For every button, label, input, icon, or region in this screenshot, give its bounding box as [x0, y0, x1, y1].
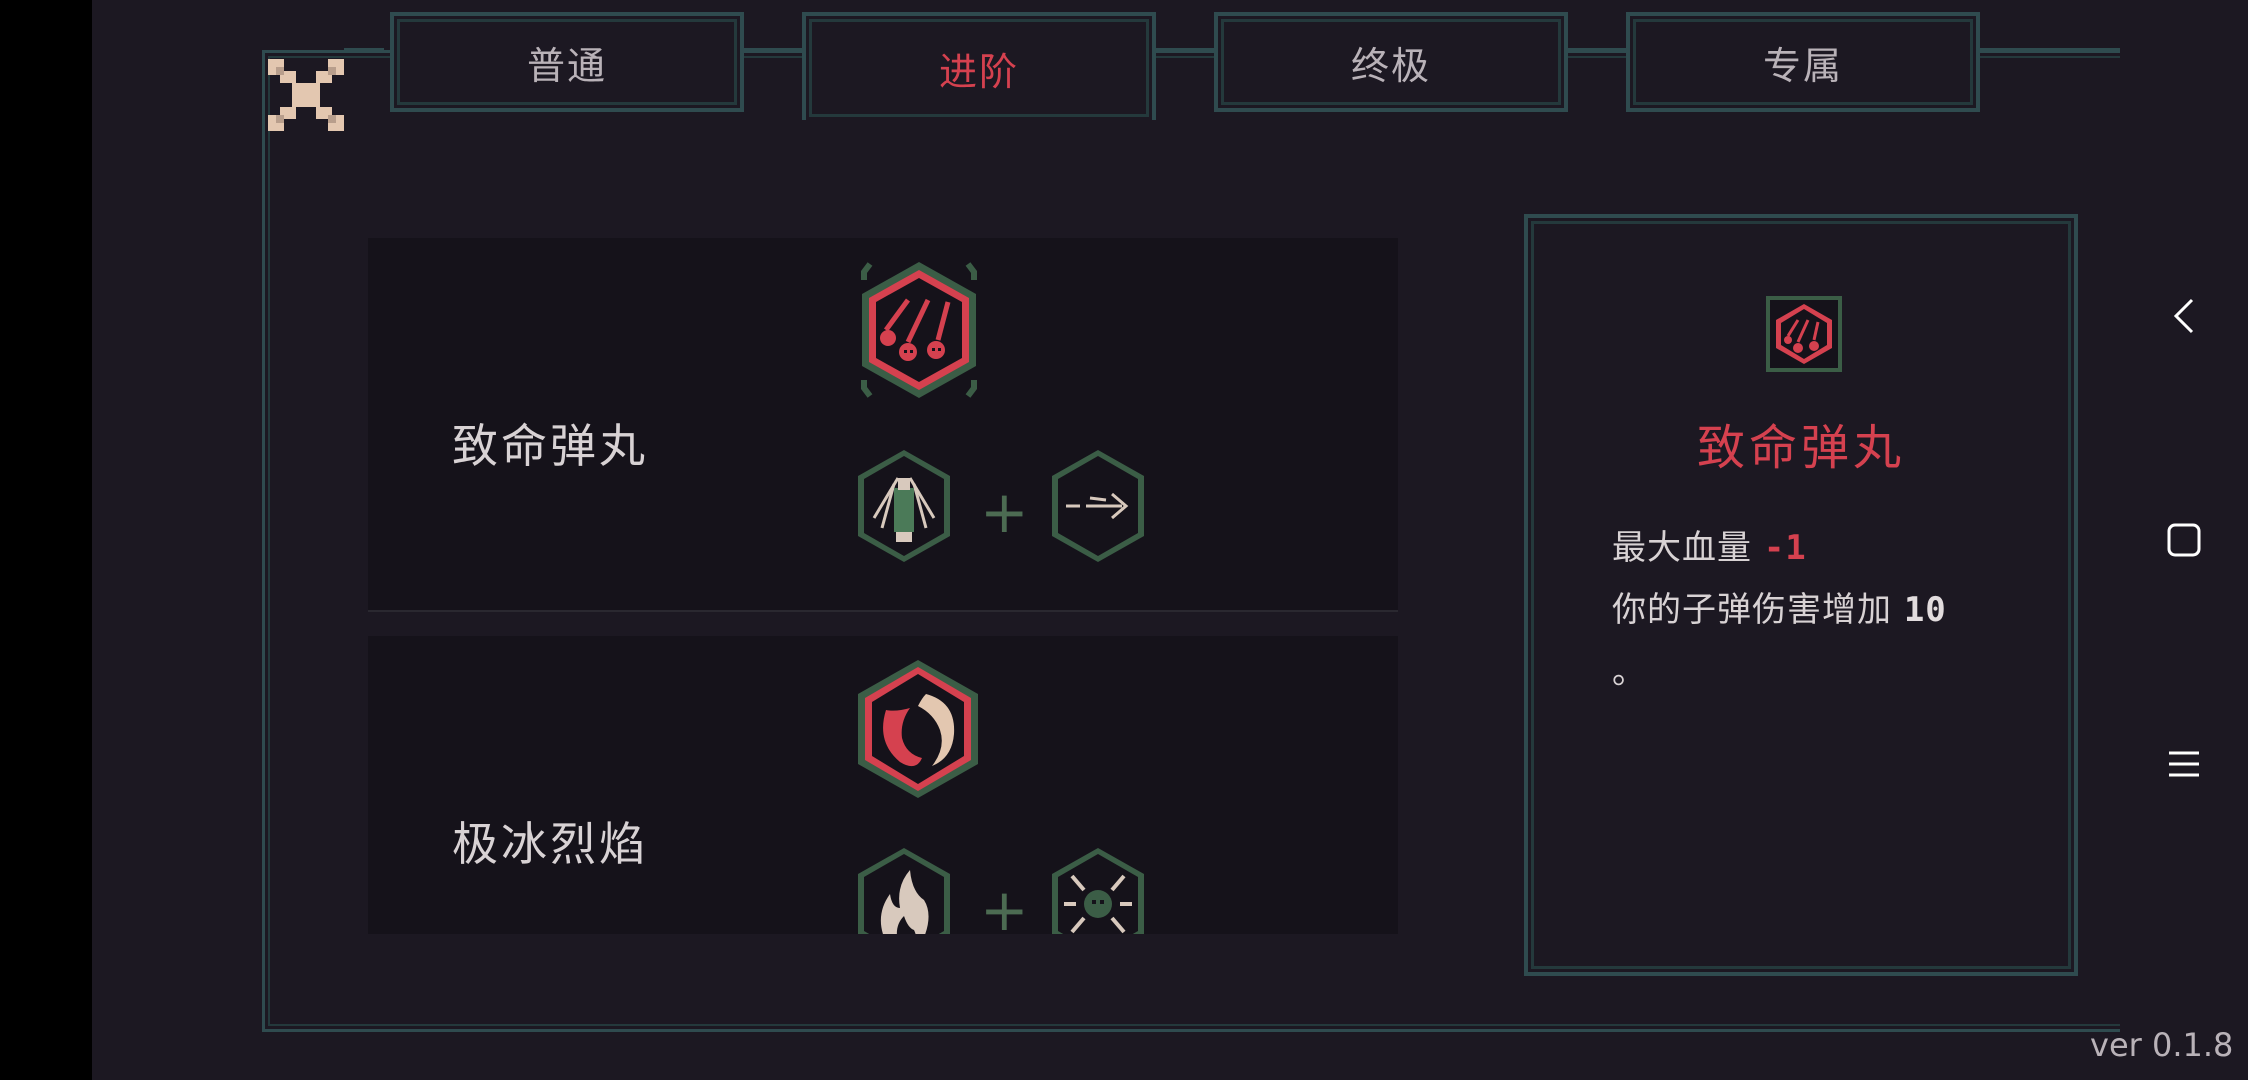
close-icon: [268, 59, 344, 131]
square-icon: [2167, 523, 2201, 557]
close-button[interactable]: [268, 58, 344, 132]
home-button[interactable]: [2160, 516, 2208, 564]
tab-connector: [344, 48, 384, 52]
chevron-left-icon: [2173, 298, 2194, 334]
tab-exclusive[interactable]: 专属: [1626, 12, 1980, 112]
tab-normal[interactable]: 普通: [390, 12, 744, 112]
triple-bullet-skull-icon: [850, 258, 988, 406]
list-item[interactable]: 极冰烈焰 +: [368, 636, 1398, 934]
tab-connector: [1156, 48, 1214, 52]
list-item[interactable]: 致命弹丸: [368, 238, 1398, 612]
tab-ultimate[interactable]: 终极: [1214, 12, 1568, 112]
tab-connector: [1568, 48, 1626, 52]
detail-line-max-hp: 最大血量 -1: [1612, 520, 1807, 569]
plus-icon: +: [980, 478, 1029, 546]
detail-line-damage: 你的子弹伤害增加 10: [1612, 582, 1947, 631]
arrow-dash-icon: [1050, 448, 1146, 568]
system-navigation-bar: [2120, 0, 2248, 1080]
detail-label: 最大血量: [1612, 528, 1764, 568]
detail-title: 致命弹丸: [1696, 420, 1905, 476]
tab-connector: [744, 48, 802, 52]
menu-icon: [2169, 751, 2199, 777]
snowflake-skull-icon: [1050, 846, 1146, 934]
detail-value: -1: [1763, 528, 1807, 568]
detail-label: 你的子弹伤害增加: [1612, 590, 1904, 630]
skill-detail-panel: 致命弹丸 最大血量 -1 你的子弹伤害增加 10 。: [1524, 214, 2078, 976]
back-button[interactable]: [2160, 292, 2208, 340]
skill-list[interactable]: 致命弹丸: [0, 0, 2248, 934]
version-label: ver 0.1.8: [2090, 1026, 2234, 1064]
detail-value: 10: [1903, 590, 1947, 630]
plus-icon: +: [980, 876, 1029, 934]
skill-name: 极冰烈焰: [452, 817, 648, 871]
recents-button[interactable]: [2160, 740, 2208, 788]
detail-line-end: 。: [1612, 652, 1647, 692]
robed-figure-icon: [856, 448, 952, 568]
skill-name: 致命弹丸: [452, 419, 648, 473]
triple-bullet-skull-icon: [1766, 296, 1842, 376]
tab-connector: [1980, 48, 2180, 52]
flame-icon: [856, 846, 952, 934]
tab-advanced[interactable]: 进阶: [802, 12, 1156, 120]
fire-ice-swirl-icon: [856, 658, 980, 804]
